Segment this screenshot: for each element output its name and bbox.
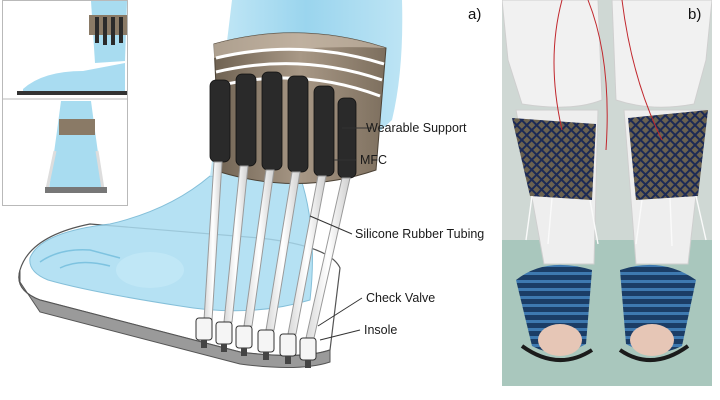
- wires: [553, 0, 663, 151]
- foot-illustration: [18, 0, 403, 369]
- panel-b-letter: b): [688, 6, 702, 23]
- left-trouser: [502, 0, 603, 108]
- right-mesh-wrap: [628, 110, 708, 200]
- photo-illustration: [502, 0, 712, 386]
- label-check-valve: Check Valve: [366, 291, 436, 305]
- mfc-actuators: [209, 71, 357, 179]
- panel-a-letter: a): [468, 6, 482, 23]
- right-trouser: [611, 0, 712, 108]
- callout-leaders: [309, 127, 372, 341]
- left-toes: [538, 324, 582, 356]
- left-mesh-wrap: [512, 118, 596, 200]
- label-wearable-support: Wearable Support: [366, 121, 467, 135]
- silicone-tubing: [203, 161, 351, 339]
- check-valves: [195, 317, 317, 361]
- right-toes: [630, 324, 674, 356]
- inset-illustration: [3, 1, 127, 193]
- check-valve-tips: [201, 340, 311, 368]
- hanging-tubes: [525, 195, 707, 247]
- panel-b-photo: [502, 0, 712, 386]
- inset-front-view: [45, 101, 107, 193]
- inset-side-view: [3, 1, 127, 99]
- label-insole: Insole: [364, 323, 398, 337]
- label-mfc: MFC: [360, 153, 388, 167]
- panel-a-schematic: Wearable Support MFC Silicone Rubber Tub…: [2, 0, 485, 369]
- label-silicone-rubber-tubing: Silicone Rubber Tubing: [355, 227, 485, 241]
- inset-views: [2, 0, 128, 206]
